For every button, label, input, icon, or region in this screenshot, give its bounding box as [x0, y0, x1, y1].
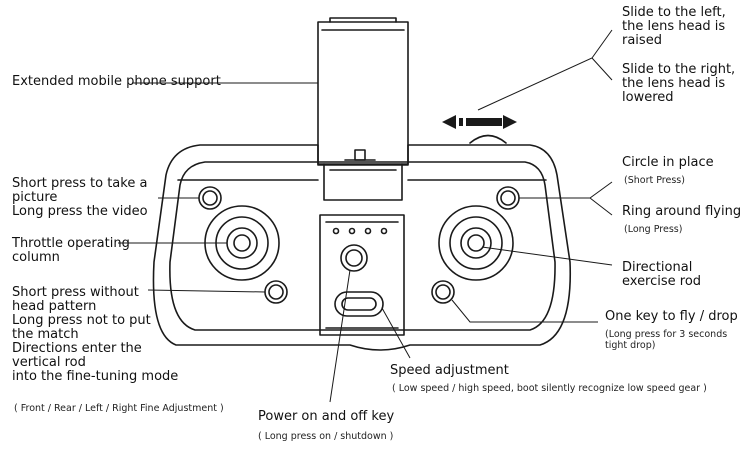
label-slide-left-line3: raised: [622, 33, 662, 48]
circle-button[interactable]: [496, 186, 520, 210]
indicator-leds: [332, 227, 388, 235]
label-circle-note: (Short Press): [624, 175, 685, 186]
label-slide-left-line1: Slide to the left,: [622, 5, 726, 20]
controller-body: [152, 144, 572, 351]
leader-speed: [381, 307, 411, 359]
label-headless-line2: head pattern: [12, 299, 97, 314]
label-power: Power on and off key: [258, 409, 395, 424]
label-one-key-note: (Long press for 3 seconds tight drop): [605, 329, 727, 351]
leader-slide: [477, 29, 613, 111]
label-headless-line3: Long press not to put: [12, 313, 151, 328]
lens-slide-wheel[interactable]: [469, 134, 507, 144]
label-directional-line1: Directional: [622, 260, 693, 275]
label-phone-support: Extended mobile phone support: [12, 74, 221, 89]
label-headless-line1: Short press without: [12, 285, 139, 300]
label-slide-right-line1: Slide to the right,: [622, 62, 736, 77]
label-power-note: ( Long press on / shutdown ): [258, 431, 394, 442]
label-throttle-line1: Throttle operating: [12, 236, 130, 251]
leader-circle: [519, 181, 613, 216]
leader-power: [329, 269, 351, 403]
label-one-key-note-line1: (Long press for 3 seconds: [605, 329, 728, 340]
phone-support[interactable]: [317, 17, 409, 201]
label-photo-line1: Short press to take a: [12, 176, 148, 191]
one-key-button[interactable]: [431, 280, 455, 304]
label-circle: Circle in place: [622, 155, 714, 170]
label-photo-video: Short press to take a picture Long press…: [12, 177, 148, 219]
label-photo-line3: Long press the video: [12, 204, 148, 219]
label-speed: Speed adjustment: [390, 363, 509, 378]
label-directional: Directional exercise rod: [622, 261, 701, 289]
slide-arrow-icon: [442, 115, 517, 129]
speed-button[interactable]: [334, 291, 384, 317]
center-console: [319, 214, 405, 336]
label-slide-left: Slide to the left, the lens head is rais…: [622, 6, 726, 48]
leader-one-key: [451, 299, 598, 323]
label-ring-note: (Long Press): [624, 224, 683, 235]
direction-joystick[interactable]: [438, 205, 514, 281]
label-directional-line2: exercise rod: [622, 274, 702, 289]
label-one-key-note-line2: tight drop): [605, 340, 656, 351]
label-photo-line2: picture: [12, 190, 58, 205]
power-button[interactable]: [340, 244, 368, 272]
headless-button[interactable]: [264, 280, 288, 304]
photo-button[interactable]: [198, 186, 222, 210]
controller-face: [169, 161, 556, 331]
label-headless: Short press without head pattern Long pr…: [12, 286, 178, 384]
leader-headless: [147, 289, 266, 293]
label-slide-right-line2: the lens head is: [622, 76, 726, 91]
label-one-key: One key to fly / drop: [605, 309, 738, 324]
leader-directional: [481, 246, 613, 266]
label-headless-note: ( Front / Rear / Left / Right Fine Adjus…: [14, 403, 224, 414]
label-headless-line7: into the fine-tuning mode: [12, 369, 179, 384]
label-slide-left-line2: the lens head is: [622, 19, 726, 34]
label-headless-line5: Directions enter the: [12, 341, 142, 356]
label-headless-line6: vertical rod: [12, 355, 86, 370]
label-speed-note: ( Low speed / high speed, boot silently …: [392, 383, 707, 394]
label-ring: Ring around flying: [622, 204, 742, 219]
label-throttle: Throttle operating column: [12, 237, 130, 265]
label-slide-right: Slide to the right, the lens head is low…: [622, 63, 735, 105]
label-slide-right-line3: lowered: [622, 90, 674, 105]
label-headless-line4: the match: [12, 327, 79, 342]
label-throttle-line2: column: [12, 250, 60, 265]
